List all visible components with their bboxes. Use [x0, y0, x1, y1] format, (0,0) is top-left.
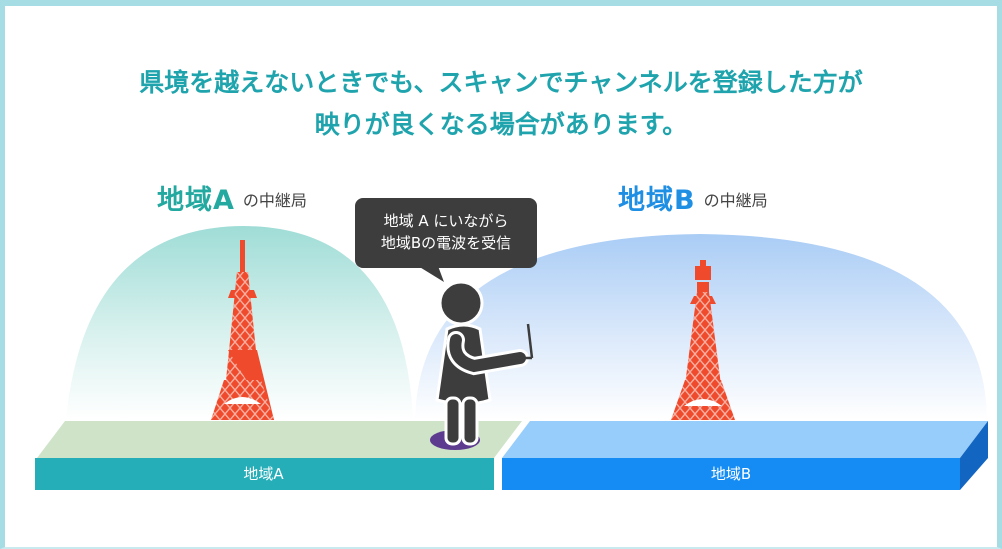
- region-b-name: 地域B: [618, 185, 696, 216]
- person-icon: [430, 280, 529, 450]
- ground-a-top: [37, 421, 522, 458]
- headline-line-2: 映りが良くなる場合があります。: [314, 110, 688, 139]
- ground-b-label: 地域B: [710, 465, 752, 483]
- region-a-label: 地域A の中継局: [157, 178, 307, 217]
- bubble-line-1: 地域 A にいながら: [383, 212, 509, 230]
- laptop-icon: [508, 323, 534, 360]
- speech-bubble: 地域 A にいながら 地域Bの電波を受信: [355, 198, 537, 268]
- headline: 県境を越えないときでも、スキャンでチャンネルを登録した方が 映りが良くなる場合が…: [0, 62, 1002, 146]
- headline-line-1: 県境を越えないときでも、スキャンでチャンネルを登録した方が: [139, 68, 863, 97]
- ground-b-front: [502, 458, 960, 490]
- ground-b-side: [960, 421, 988, 490]
- tower-icon: [211, 240, 274, 420]
- tower-icon: [671, 260, 735, 420]
- bubble-tail: [418, 266, 444, 282]
- ground-a-label: 地域A: [243, 465, 284, 483]
- region-b-label: 地域B の中継局: [618, 178, 768, 217]
- region-a-suffix: の中継局: [242, 191, 307, 210]
- ground-a-front: [35, 458, 494, 490]
- region-b-suffix: の中継局: [703, 191, 768, 210]
- ground-b-top: [502, 421, 988, 458]
- bubble-line-2: 地域Bの電波を受信: [380, 234, 512, 252]
- region-a-name: 地域A: [157, 185, 235, 216]
